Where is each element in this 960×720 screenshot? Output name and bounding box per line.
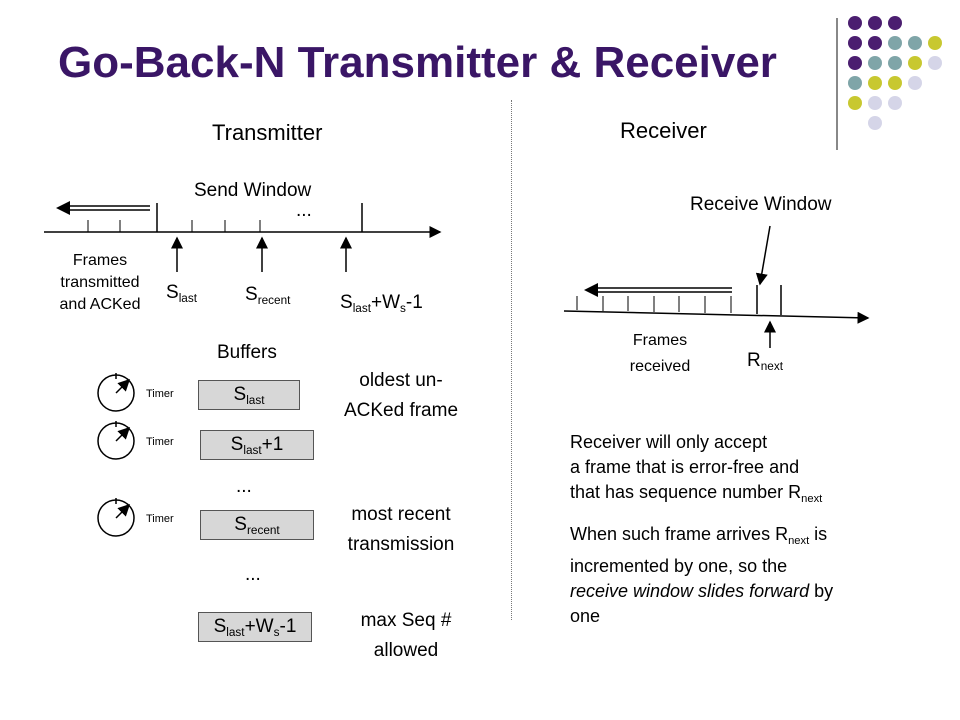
dot [868,96,882,110]
dot [848,76,862,90]
buffers-heading: Buffers [217,342,277,363]
send-window-label: Send Window [194,180,312,201]
frames-received-arrow [584,283,732,297]
dot [868,56,882,70]
buffer-desc-most-recent: most recent transmission [347,504,455,555]
dot [888,96,902,110]
transmitter-heading: Transmitter [212,120,323,145]
buffer-desc-max-seq: max Seq # allowed [360,610,452,661]
dot [868,36,882,50]
section-divider [511,100,512,620]
send-timeline [44,203,442,238]
buffer-s-last-plus-1: Slast+1 [200,430,314,460]
send-window-ellipsis: ... [296,200,312,221]
buffer-s-last-w: Slast+Ws-1 [198,612,312,642]
dot [888,16,902,30]
receiver-explanation: Receiver will only accept a frame that i… [570,432,834,626]
dot [908,36,922,50]
dot [888,56,902,70]
dot [868,16,882,30]
decorative-dot-grid [820,10,960,150]
receive-window-label: Receive Window [690,194,832,215]
s-last-w-pointer-label: Slast+Ws-1 [340,292,423,316]
dot [848,56,862,70]
timer-label: Timer [146,388,174,400]
s-recent-pointer-label: Srecent [245,284,291,308]
r-next-label: Rnext [747,350,783,374]
timer-label: Timer [146,513,174,525]
page-title: Go-Back-N Transmitter & Receiver [58,38,777,87]
frames-acked-arrow [56,201,150,215]
dot [848,36,862,50]
dot [868,116,882,130]
timer-icon [97,498,135,537]
receive-timeline [563,285,870,324]
timer-label: Timer [146,436,174,448]
accent-divider-line [836,18,838,150]
dot [888,36,902,50]
receiver-heading: Receiver [620,118,707,143]
timer-icon [97,373,135,412]
dot [848,96,862,110]
dot [888,76,902,90]
buffer-s-recent: Srecent [200,510,314,540]
buffer-s-last: Slast [198,380,300,410]
buffer-desc-oldest: oldest un- ACKed frame [343,370,459,421]
dot [868,76,882,90]
dot [908,76,922,90]
dot [848,16,862,30]
dot [908,56,922,70]
buffer-ellipsis: ... [236,476,252,497]
frames-acked-label: Frames transmitted and ACKed [59,252,141,313]
timer-icon [97,421,135,460]
s-last-pointer-label: Slast [166,282,197,306]
buffer-ellipsis: ... [245,564,261,585]
dot [928,56,942,70]
frames-received-label: Frames received [629,332,691,375]
dot [928,36,942,50]
receive-window-arrow [755,225,771,286]
